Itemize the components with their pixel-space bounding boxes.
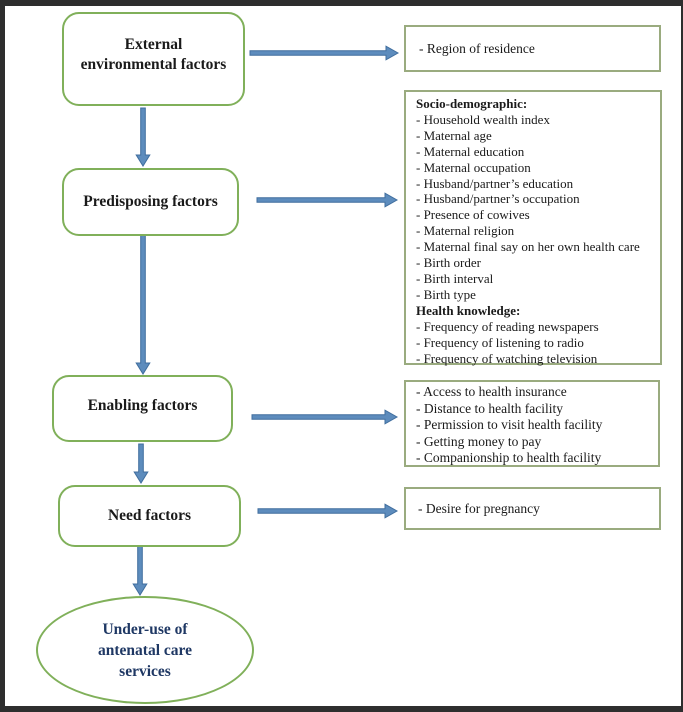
list-item: - Permission to visit health facility (416, 417, 603, 433)
list-item: - Region of residence (419, 40, 535, 56)
outcome-label: Under-use of antenatal care services (98, 619, 192, 682)
list-item: - Distance to health facility (416, 400, 563, 416)
stage-box-enabling-factors: Enabling factors (52, 375, 233, 442)
list-item: - Maternal occupation (416, 159, 531, 175)
label-line: Enabling factors (87, 396, 198, 414)
detail-box-sociodemographic-health-knowledge: Socio-demographic:- Household wealth ind… (404, 90, 662, 366)
arrow-down-predisposing-to-enabling (135, 233, 151, 375)
list-item: - Maternal final say on her own health c… (416, 239, 640, 255)
label-line: Need factors (107, 507, 192, 524)
arrow-down-need-to-outcome (132, 544, 148, 596)
label-line: Predisposing factors (83, 193, 218, 210)
label-line: External (124, 36, 183, 53)
list-item: - Birth interval (416, 270, 494, 286)
list-item: - Maternal education (416, 143, 525, 159)
list-item: - Getting money to pay (416, 433, 542, 449)
stage-label: External environmental factors (81, 35, 227, 75)
list-item: - Access to health insurance (416, 384, 567, 399)
arrow-right-predisposing-to-sociodemographic (256, 192, 399, 208)
stage-box-predisposing-factors: Predisposing factors (62, 168, 239, 236)
outcome-ellipse-underuse-antenatal-care: Under-use of antenatal care services (36, 596, 254, 704)
arrow-right-need-to-desire (257, 503, 399, 519)
arrow-right-external-to-region (249, 45, 400, 61)
stage-label: Need factors (108, 506, 191, 526)
label-line: antenatal care (98, 641, 192, 659)
list-item: - Frequency of reading newspapers (416, 318, 599, 334)
arrow-down-external-to-predisposing (135, 107, 151, 167)
list-item: - Companionship to health facility (416, 450, 602, 466)
arrow-right-enabling-to-access (251, 409, 399, 425)
stage-box-need-factors: Need factors (58, 485, 241, 547)
list-item: - Birth type (416, 286, 476, 302)
label-line: Under-use of (102, 620, 188, 638)
stage-box-external-environmental-factors: External environmental factors (62, 12, 245, 106)
label-line: services (119, 662, 171, 680)
list-item: - Husband/partner’s education (416, 175, 574, 191)
label-line: environmental factors (80, 56, 227, 73)
detail-box-enabling-items: - Access to health insurance- Distance t… (404, 380, 660, 467)
list-item: - Birth order (416, 255, 481, 271)
list-item: - Maternal age (416, 127, 492, 143)
list-item: - Frequency of listening to radio (416, 334, 584, 350)
list-item: - Husband/partner’s occupation (416, 191, 580, 207)
detail-box-region-of-residence: - Region of residence (404, 25, 661, 72)
list-item: - Maternal religion (416, 223, 515, 239)
arrow-down-enabling-to-need (133, 443, 149, 484)
list-item: - Frequency of watching television (416, 350, 598, 366)
list-item: - Presence of cowives (416, 207, 530, 223)
list-item: Health knowledge: (416, 302, 521, 318)
list-item: - Desire for pregnancy (418, 500, 540, 516)
detail-box-desire-for-pregnancy: - Desire for pregnancy (404, 487, 661, 530)
list-item: Socio-demographic: (416, 96, 528, 111)
stage-label: Predisposing factors (83, 192, 217, 212)
list-item: - Household wealth index (416, 111, 550, 127)
stage-label: Enabling factors (88, 396, 198, 416)
